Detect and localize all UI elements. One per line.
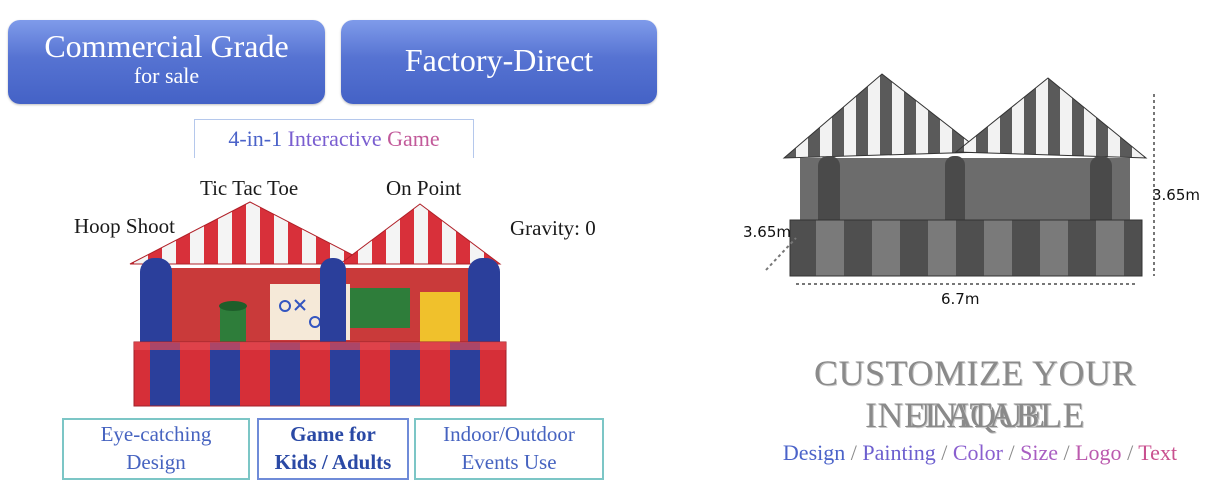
inflatable-game-tent-image — [129, 201, 507, 407]
commercial-grade-label: Commercial Grade — [44, 28, 289, 64]
feature-1-line-1: Eye-catching — [100, 422, 212, 446]
depth-dimension-label: 3.65m — [743, 223, 792, 241]
feature-2-line-2: Kids / Adults — [274, 450, 392, 474]
option-size: Size — [1020, 440, 1058, 465]
height-dimension-label: 3.65m — [1152, 186, 1201, 204]
option-separator: / — [1057, 440, 1076, 465]
option-separator: / — [1002, 440, 1021, 465]
option-separator: / — [1121, 440, 1139, 465]
feature-1-line-2: Design — [126, 450, 186, 474]
subtitle-part-3: Game — [387, 126, 440, 151]
callout-gravity-0: Gravity: 0 — [510, 216, 596, 240]
feature-2-line-1: Game for — [290, 422, 376, 446]
customization-options: Design / Painting / Color / Size / Logo … — [745, 440, 1212, 466]
option-text: Text — [1138, 440, 1178, 465]
feature-3-line-2: Events Use — [461, 450, 557, 474]
commercial-grade-badge: Commercial Grade for sale — [8, 20, 325, 104]
factory-direct-label: Factory-Direct — [404, 42, 594, 78]
subtitle-part-1: 4-in-1 — [228, 126, 283, 151]
feature-eye-catching: Eye-catching Design — [62, 418, 250, 480]
option-logo: Logo — [1075, 440, 1122, 465]
option-design: Design — [782, 440, 846, 465]
customize-heading-line-1: CUSTOMIZE YOUR UNIQUE — [813, 353, 1137, 435]
customize-heading-line-2: INFLATABLE — [864, 395, 1086, 435]
width-dimension-label: 6.7m — [941, 290, 980, 308]
subtitle-part-2: Interactive — [287, 126, 382, 151]
option-separator: / — [935, 440, 953, 465]
feature-kids-adults: Game for Kids / Adults — [257, 418, 409, 480]
callout-on-point: On Point — [386, 176, 462, 200]
feature-indoor-outdoor: Indoor/Outdoor Events Use — [414, 418, 604, 480]
option-color: Color — [952, 440, 1003, 465]
feature-3-line-1: Indoor/Outdoor — [443, 422, 575, 446]
interactive-game-subtitle: 4-in-1 Interactive Game — [194, 119, 474, 158]
factory-direct-badge: Factory-Direct — [341, 20, 657, 104]
option-separator: / — [845, 440, 863, 465]
grayscale-tent-dimension-diagram — [765, 73, 1155, 285]
callout-tic-tac-toe: Tic Tac Toe — [200, 176, 299, 200]
callout-hoop-shoot: Hoop Shoot — [74, 214, 175, 238]
for-sale-label: for sale — [133, 63, 200, 88]
option-painting: Painting — [862, 440, 936, 465]
